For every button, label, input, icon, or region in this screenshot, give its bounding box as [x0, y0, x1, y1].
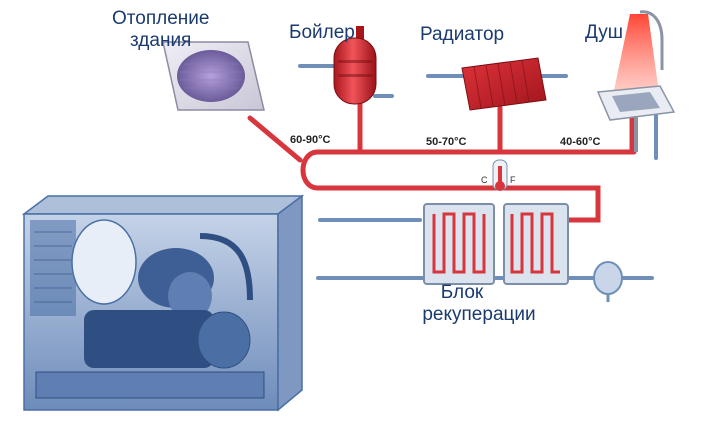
- heating-label-line2: здания: [130, 30, 192, 51]
- shower-label: Душ: [585, 22, 624, 43]
- recovery-label: Блок рекуперации: [414, 282, 544, 326]
- thermometer-c-label: C: [481, 175, 488, 185]
- building-heating-unit: [162, 41, 265, 111]
- boiler: [333, 26, 377, 105]
- heating-temp-label: 60-90°C: [290, 134, 331, 146]
- heating-label-line1: Отопление: [112, 8, 210, 29]
- thermometer-f-label: F: [510, 175, 516, 185]
- heating-label: Отопление здания: [112, 8, 209, 52]
- shower-temp-label: 40-60°C: [560, 136, 601, 148]
- radiator-temp-label: 50-70°C: [426, 136, 467, 148]
- thermometer: C F: [481, 159, 516, 191]
- air-compressor: [21, 194, 305, 412]
- expansion-tank: [593, 261, 623, 302]
- recovery-label-line2: рекуперации: [422, 304, 536, 325]
- radiator-label: Радиатор: [420, 24, 505, 45]
- radiator: [461, 57, 547, 111]
- shower: [596, 10, 676, 152]
- hot-pipes: [247, 101, 637, 223]
- boiler-label: Бойлер: [289, 22, 355, 43]
- heat-exchanger: [423, 203, 569, 285]
- recovery-label-line1: Блок: [440, 282, 484, 303]
